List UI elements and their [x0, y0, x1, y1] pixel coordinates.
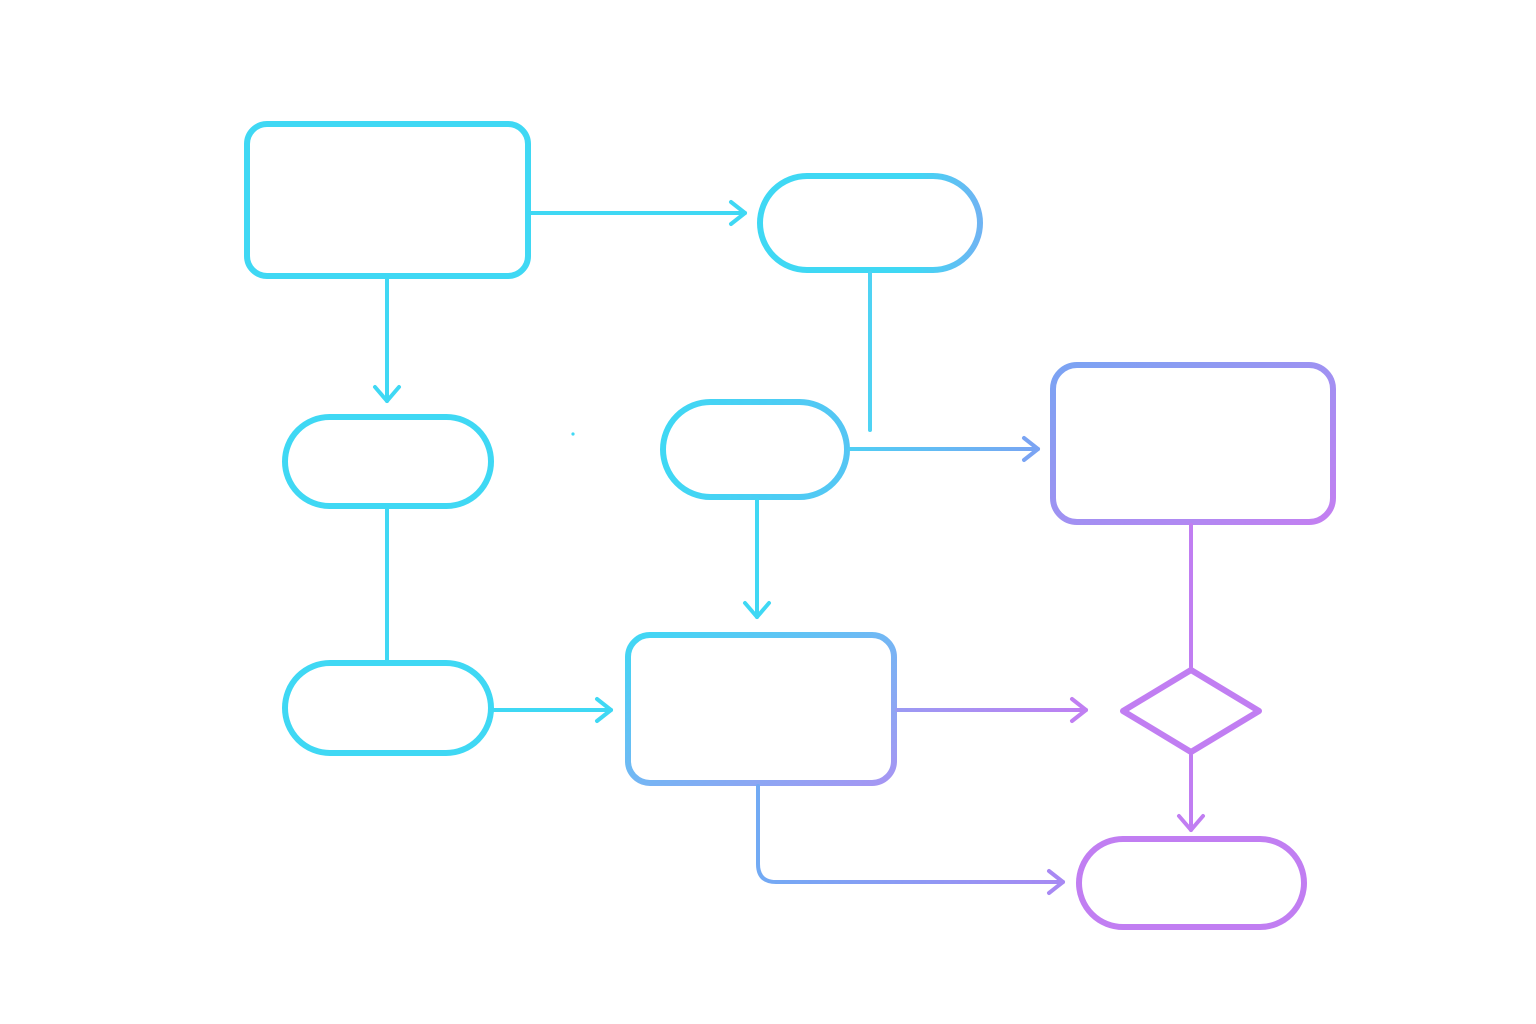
node-pill-center[interactable] — [660, 399, 850, 500]
edge-center-to-bottom-middle — [743, 498, 771, 619]
edge-center-to-right — [848, 436, 1040, 462]
edge-bottom-middle-to-diamond — [895, 697, 1088, 723]
node-pill-top-middle[interactable] — [757, 173, 983, 273]
node-rect-top-left[interactable] — [244, 121, 531, 279]
edge-bottom-left-to-bottom-middle — [492, 697, 613, 723]
node-pill-bottom-left[interactable] — [282, 660, 494, 756]
node-rect-bottom-middle[interactable] — [625, 632, 897, 786]
edge-diamond-to-bottom-right — [1177, 753, 1205, 832]
edge-top-left-to-top-middle — [529, 200, 747, 226]
node-pill-middle-left[interactable] — [282, 414, 494, 509]
node-pill-bottom-right[interactable] — [1076, 836, 1307, 930]
node-diamond-decision[interactable] — [1120, 667, 1262, 755]
stray-dot — [571, 432, 575, 436]
edge-top-left-to-middle-left — [373, 277, 401, 403]
edge-bottom-middle-to-bottom-right — [756, 784, 1065, 895]
node-rect-right[interactable] — [1050, 362, 1336, 525]
